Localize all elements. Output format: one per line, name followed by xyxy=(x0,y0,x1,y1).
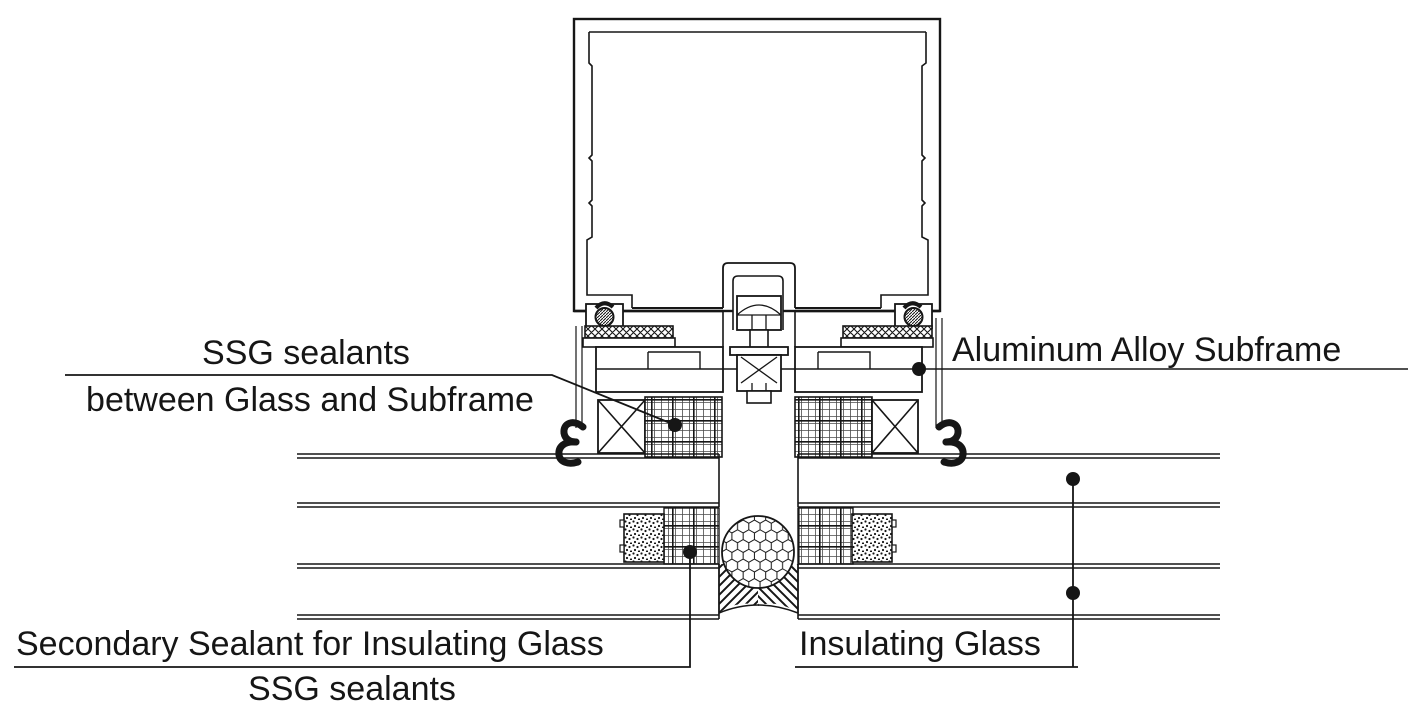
gasket-cap-right xyxy=(902,301,923,310)
leader-dot xyxy=(1066,472,1080,486)
label-secondary-sealant: Secondary Sealant for Insulating Glass xyxy=(16,625,604,663)
insulating-glass-panes xyxy=(297,453,1220,620)
lock-nut xyxy=(736,354,782,392)
flange-screw-bosses xyxy=(585,301,933,329)
label-ssg-sealants-top: SSG sealants xyxy=(202,334,410,372)
spacer-bar-right xyxy=(851,513,893,563)
leader-secondary-sealant xyxy=(14,552,691,668)
label-insulating-glass: Insulating Glass xyxy=(799,625,1041,663)
callouts: SSG sealants between Glass and Subframe … xyxy=(14,331,1341,708)
leader-dot xyxy=(683,545,697,559)
leader-dot xyxy=(912,362,926,376)
washer xyxy=(729,346,789,356)
gasket-cap-left xyxy=(594,301,615,310)
hex-bolt-fastener xyxy=(722,262,796,404)
label-ssg-sealants-bottom: SSG sealants xyxy=(248,670,456,708)
ssg-sealant-left xyxy=(644,396,723,458)
secondary-sealant-right xyxy=(797,507,854,565)
aluminum-alloy-subframe xyxy=(582,311,1408,393)
thermal-break-strips xyxy=(584,325,933,339)
gasket-right xyxy=(935,419,967,467)
ssg-sealant-right xyxy=(794,396,873,458)
spacer-bar-left xyxy=(623,513,665,563)
epdm-gaskets xyxy=(555,419,967,467)
label-between-glass-subframe: between Glass and Subframe xyxy=(86,381,534,419)
ssg-sealant-blocks xyxy=(597,396,919,458)
leader-dot xyxy=(668,418,682,432)
igu-edge-seal xyxy=(619,507,897,565)
glass-plane-guides xyxy=(575,318,943,428)
backer-rod xyxy=(721,515,795,589)
leader-ssg-subframe xyxy=(65,374,676,426)
leader-dot xyxy=(1066,586,1080,600)
leader-insulating-glass xyxy=(795,479,1078,668)
label-aluminum-alloy-subframe: Aluminum Alloy Subframe xyxy=(952,331,1341,369)
bolt-head xyxy=(736,295,782,331)
bolt-tip xyxy=(746,390,772,404)
gasket-left xyxy=(555,419,587,467)
